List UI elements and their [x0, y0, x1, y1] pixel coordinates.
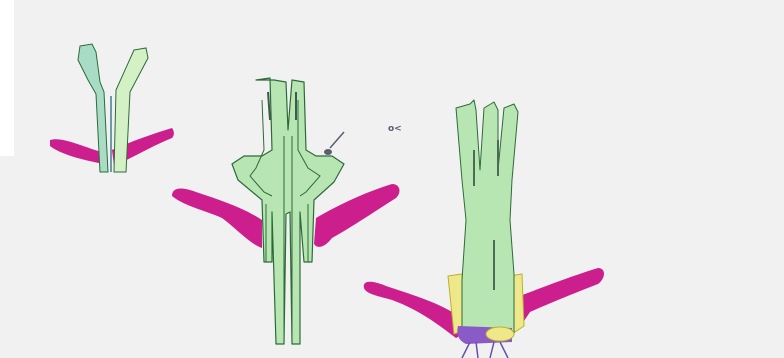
figure-branched-left-dark-line	[268, 92, 270, 120]
figure-branched-right-bract	[314, 184, 399, 247]
figure-branched-pointer-dot	[324, 149, 332, 155]
figure-tubular-left-bract	[364, 282, 460, 338]
small-mark-text: o<	[388, 124, 402, 134]
figure-tubular	[364, 100, 604, 358]
figure-branched-pointer-line	[330, 132, 344, 148]
figure-branched-left-bract	[172, 189, 262, 248]
figure-tubular-filament-1	[462, 342, 470, 358]
figure-branched: o<	[172, 78, 402, 344]
figure-small-left-bract	[50, 139, 104, 164]
figure-tubular-main-tube	[456, 100, 518, 336]
figure-tubular-filament-3	[490, 342, 494, 358]
figure-branched-outer-body	[232, 78, 344, 344]
figure-tubular-filament-4	[500, 342, 508, 358]
figure-small-y	[50, 44, 174, 172]
top-left-panel	[0, 0, 14, 156]
figure-tubular-filament-2	[476, 342, 478, 358]
figure-tubular-yellow-disc	[486, 327, 514, 341]
